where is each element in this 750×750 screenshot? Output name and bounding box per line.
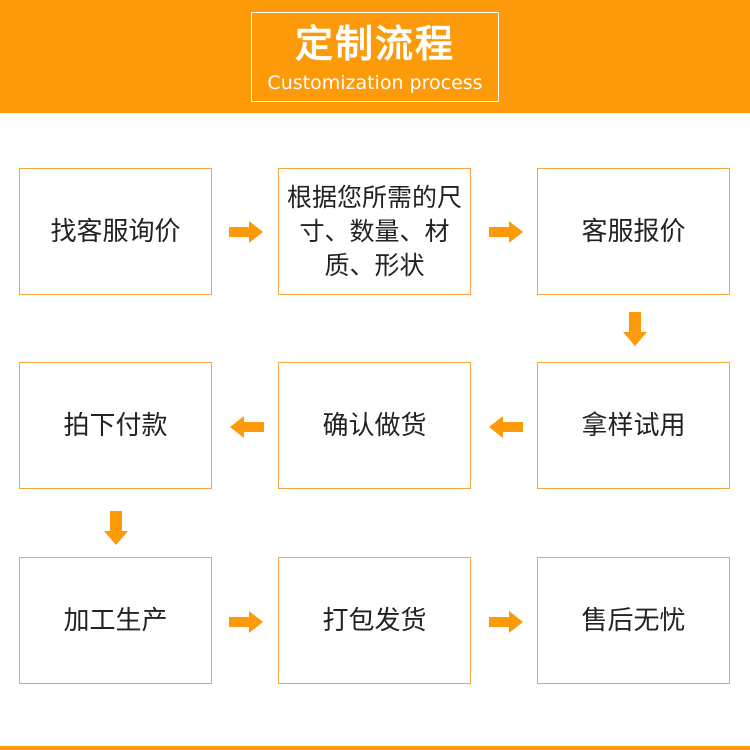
step-specify-requirements: 根据您所需的尺寸、数量、材质、形状 <box>278 168 471 295</box>
step-label: 找客服询价 <box>50 216 181 247</box>
step-payment: 拍下付款 <box>19 362 212 489</box>
step-sample: 拿样试用 <box>537 362 730 489</box>
title-frame: 定制流程 Customization process <box>251 12 499 102</box>
arrow-down-icon <box>104 511 128 545</box>
step-label: 根据您所需的尺寸、数量、材质、形状 <box>286 182 462 280</box>
step-production: 加工生产 <box>19 557 212 684</box>
header-banner: 定制流程 Customization process <box>0 0 750 113</box>
arrow-left-icon <box>489 416 523 438</box>
arrow-right-icon <box>229 611 263 633</box>
step-label: 确认做货 <box>322 410 427 441</box>
step-label: 打包发货 <box>322 605 427 636</box>
step-inquire: 找客服询价 <box>19 168 212 295</box>
step-quote: 客服报价 <box>537 168 730 295</box>
page-subtitle: Customization process <box>267 72 483 94</box>
step-packing-shipping: 打包发货 <box>278 557 471 684</box>
arrow-right-icon <box>229 221 263 243</box>
bottom-divider <box>0 746 750 750</box>
step-label: 拍下付款 <box>63 410 168 441</box>
step-after-sales: 售后无忧 <box>537 557 730 684</box>
step-confirm-order: 确认做货 <box>278 362 471 489</box>
step-label: 客服报价 <box>581 216 686 247</box>
arrow-left-icon <box>230 416 264 438</box>
step-label: 售后无忧 <box>581 605 686 636</box>
arrow-right-icon <box>489 611 523 633</box>
arrow-down-icon <box>623 312 647 346</box>
arrow-right-icon <box>489 221 523 243</box>
page-title: 定制流程 <box>294 22 455 66</box>
step-label: 拿样试用 <box>581 410 686 441</box>
step-label: 加工生产 <box>63 605 168 636</box>
